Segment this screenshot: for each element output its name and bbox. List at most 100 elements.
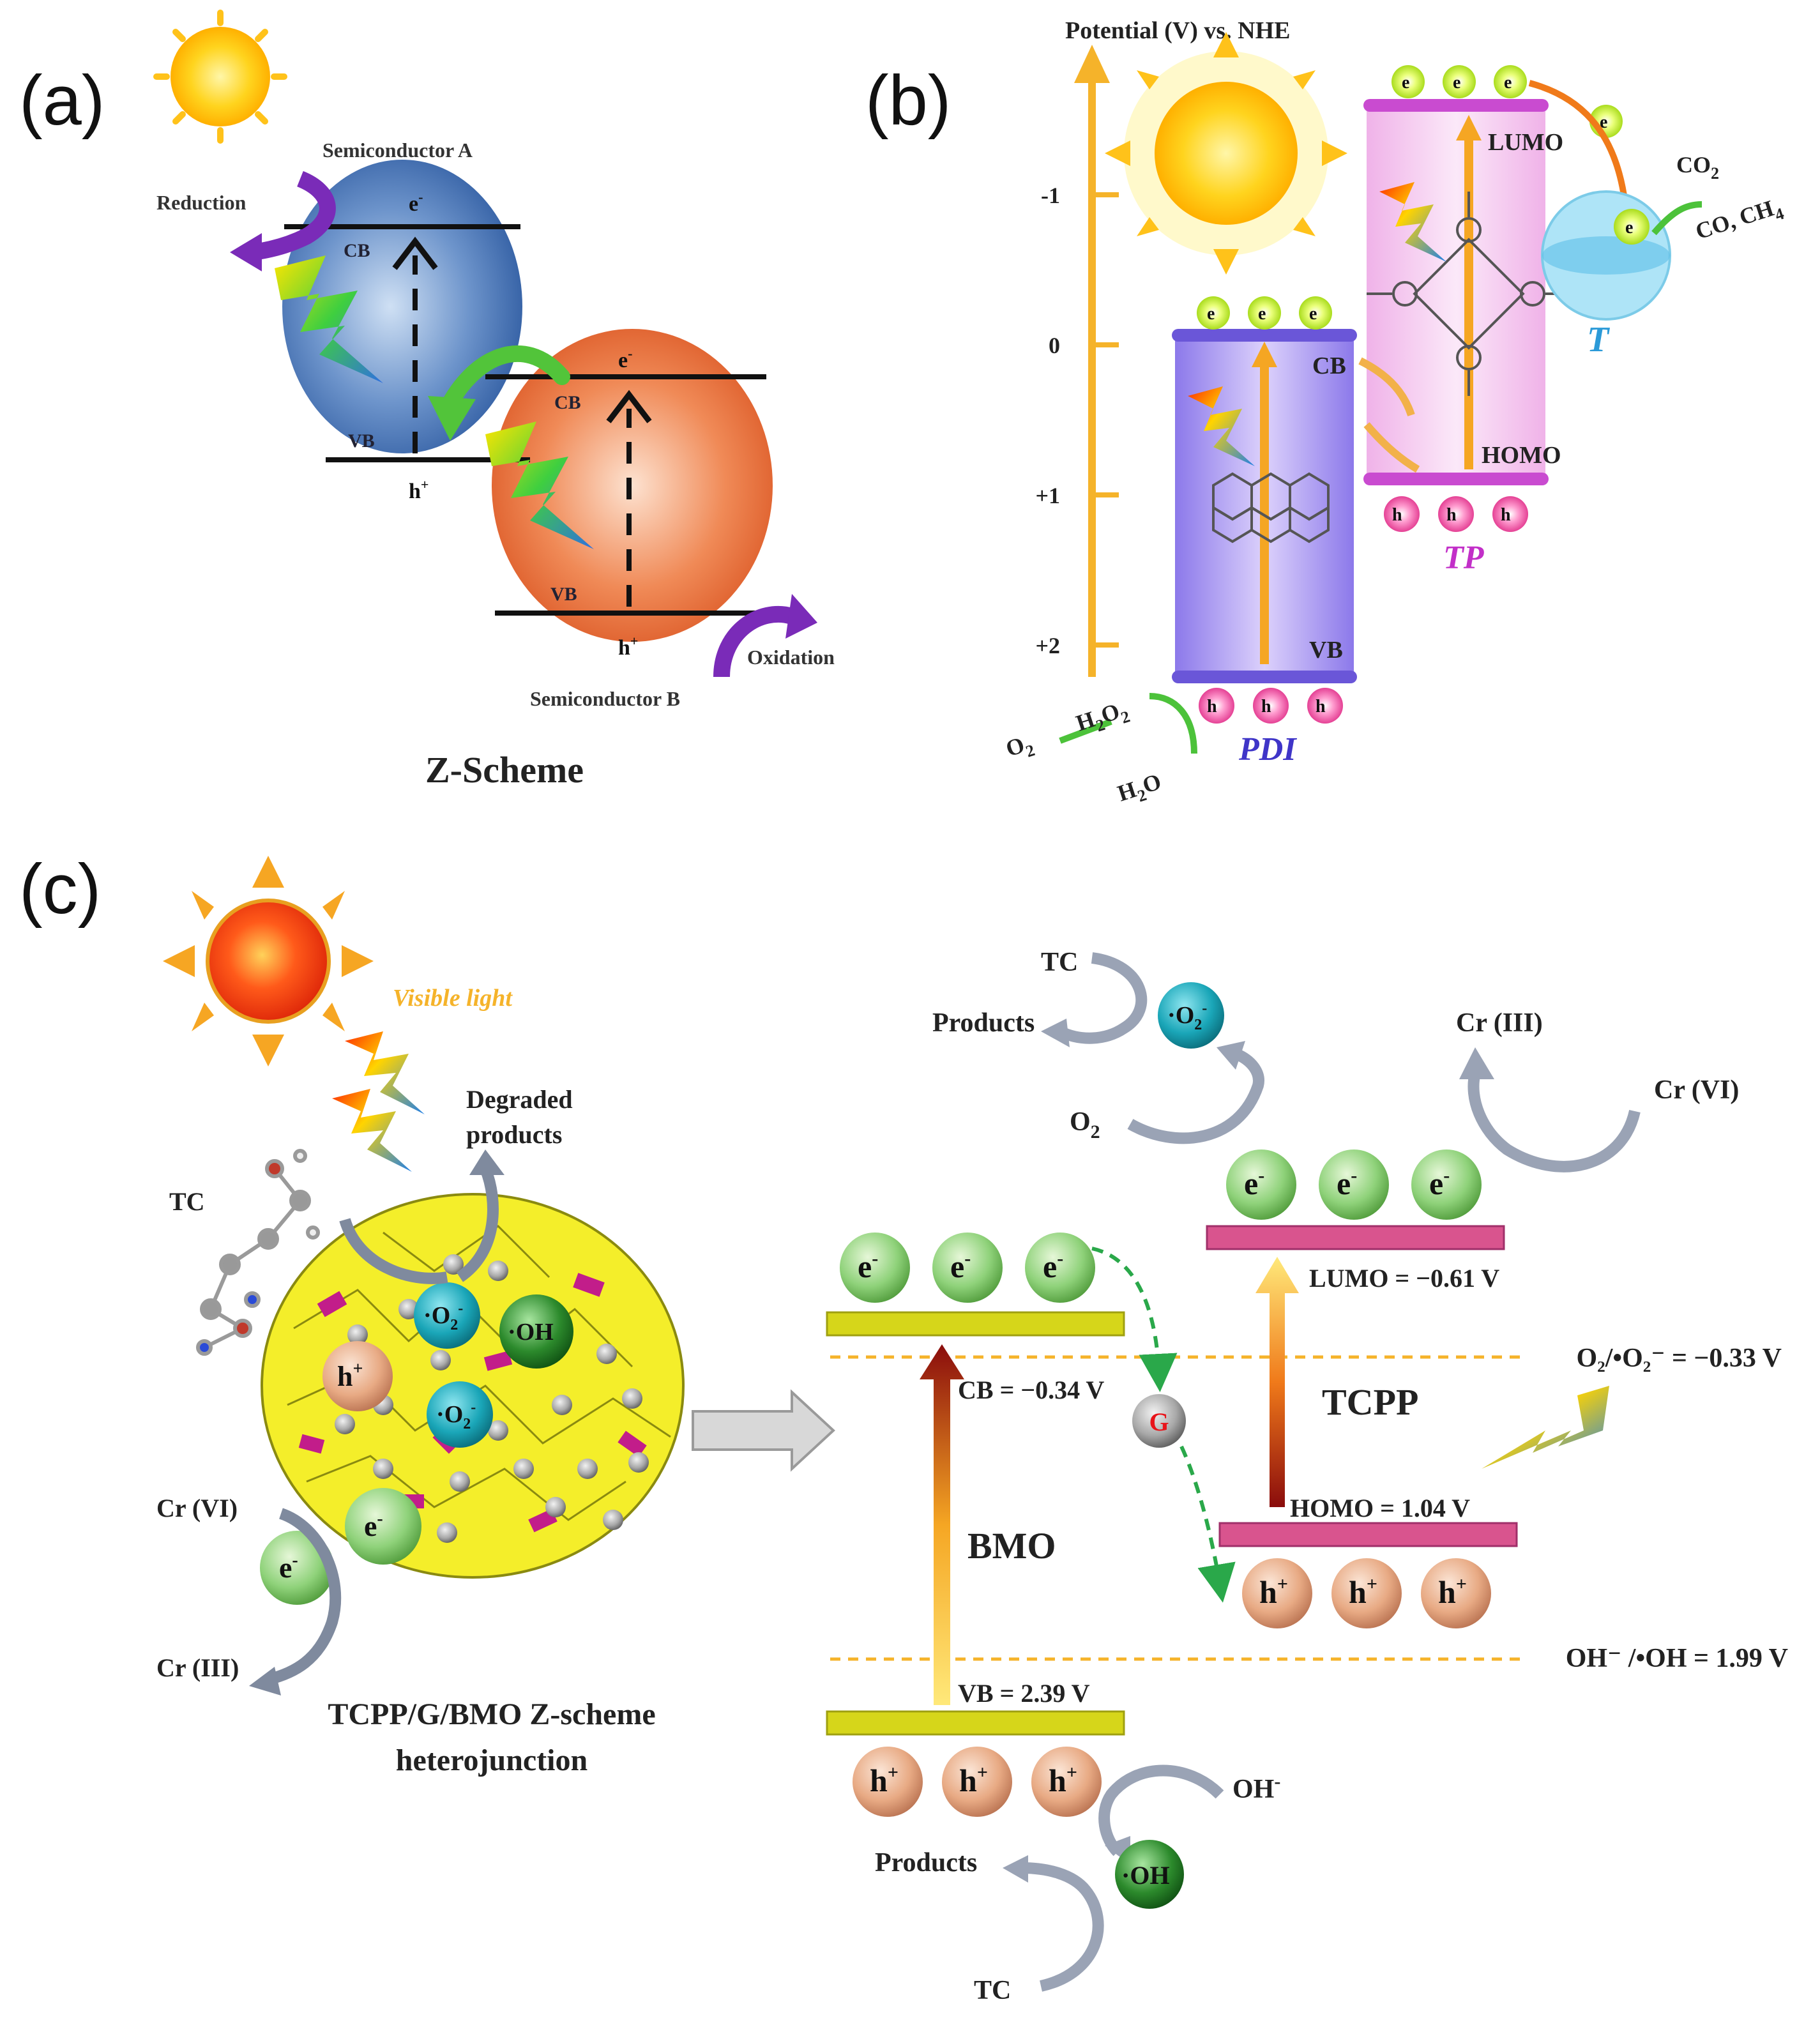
tp-electrons: e e e e: [1392, 65, 1623, 138]
light-bolt-icon-pdi: [1188, 386, 1255, 466]
co2-label: CO2: [1676, 152, 1719, 183]
pdi-label: PDI: [1238, 731, 1297, 768]
sun-icon: [1105, 32, 1347, 275]
charge-transfer-arrowhead: [428, 396, 476, 441]
svg-text:e-: e-: [1043, 1248, 1063, 1284]
oxidation-arrow: [713, 605, 794, 678]
tc-oxidation-arrow-top: [1057, 952, 1148, 1044]
svg-text:e-: e-: [1244, 1165, 1264, 1201]
svg-text:e: e: [1207, 304, 1215, 324]
svg-text:e: e: [1504, 73, 1512, 93]
tc-molecule-icon: [196, 1149, 320, 1356]
svg-text:e: e: [1402, 73, 1409, 93]
tcpp-label: TCPP: [1322, 1381, 1418, 1423]
cr-reduction-arrow-right: [1467, 1071, 1641, 1172]
sun-icon: [153, 10, 287, 144]
tc-label-left: TC: [169, 1187, 205, 1216]
lumo-value-label: LUMO = −0.61 V: [1309, 1264, 1499, 1293]
oxidation-label: Oxidation: [747, 646, 835, 669]
semiconductor-a-label: Semiconductor A: [322, 139, 473, 162]
tick-label-minus1: -1: [1041, 183, 1060, 208]
tc-adsorption-arrow: [339, 1218, 448, 1284]
light-bolt-icon-tp: [1379, 182, 1446, 262]
arrowhead-b: [606, 390, 652, 423]
tick-label-0: 0: [1049, 333, 1060, 358]
hydroxyl-radical: [499, 1294, 573, 1369]
potential-axis-title: Potential (V) vs. NHE: [1065, 17, 1291, 44]
light-bolt-icon-a: [275, 255, 383, 383]
visible-light-label: Visible light: [393, 985, 513, 1012]
svg-text:e: e: [1258, 304, 1266, 324]
oxidation-arrowhead: [785, 594, 817, 639]
tick-label-plus1: +1: [1035, 483, 1060, 508]
light-bolt-icon-c3: [1482, 1386, 1609, 1469]
semiconductor-b-label: Semiconductor B: [530, 687, 680, 710]
tcpp-excitation-arrow: [1255, 1257, 1299, 1507]
light-bolt-icon-b: [485, 421, 594, 549]
light-bolt-icon-c2: [332, 1089, 412, 1172]
vb-label-b: VB: [550, 584, 577, 605]
pdi-cb-label: CB: [1312, 353, 1346, 379]
products-label-bottom: Products: [875, 1848, 977, 1878]
svg-text:h: h: [1207, 697, 1217, 717]
g-label: G: [1149, 1407, 1169, 1436]
svg-text:h: h: [1261, 697, 1271, 717]
electron-to-g-arrow: [1091, 1247, 1178, 1392]
o2-reduction-arrow: [1127, 1048, 1264, 1144]
graphene-mediator: [1132, 1394, 1186, 1448]
cr6-label-right: Cr (VI): [1654, 1075, 1739, 1105]
o2-label: O2: [1003, 729, 1037, 766]
g-to-hole-arrow: [1179, 1445, 1236, 1603]
tcpp-lumo-band: [1206, 1225, 1505, 1250]
hydroxyl-radical-bottom: [1115, 1840, 1184, 1909]
electron-transfer-arrow: [1528, 80, 1628, 205]
electron-particle: [345, 1488, 421, 1565]
svg-text:e-: e-: [1337, 1165, 1357, 1201]
tc-label-bottom: TC: [974, 1976, 1011, 2005]
oh-minus-label: OH-: [1232, 1771, 1280, 1804]
tp-band-box: [1367, 105, 1545, 476]
svg-text:h+: h+: [337, 1359, 363, 1392]
tc-label-top: TC: [1041, 948, 1078, 977]
tcpp-homo-band: [1218, 1522, 1518, 1547]
reduction-arrowhead: [230, 233, 262, 271]
svg-text:·O2-: ·O2-: [423, 1300, 463, 1333]
cr6-label-left: Cr (VI): [156, 1494, 238, 1522]
svg-text:e-: e-: [1429, 1165, 1450, 1201]
pdi-electrons: e e e: [1197, 296, 1332, 330]
svg-text:·OH: ·OH: [1121, 1861, 1170, 1890]
superoxide-radical-top: [1158, 982, 1224, 1049]
sun-icon: [163, 856, 374, 1066]
reduction-arrow: [248, 171, 336, 261]
svg-text:h: h: [1446, 505, 1457, 525]
svg-text:h: h: [1501, 505, 1511, 525]
svg-text:e-: e-: [950, 1248, 971, 1284]
arrowhead-a: [392, 236, 438, 270]
bmo-label: BMO: [967, 1525, 1056, 1567]
cr3-label-left: Cr (III): [156, 1653, 239, 1682]
degradation-arrow: [456, 1166, 499, 1282]
svg-text:·O2-: ·O2-: [436, 1399, 476, 1432]
porphyrin-molecule-icon: [1367, 192, 1571, 396]
tcpp-holes: h+ h+ h+: [1242, 1558, 1491, 1628]
bmo-electrons: e- e- e-: [840, 1233, 1095, 1303]
svg-text:h+: h+: [959, 1762, 988, 1798]
co-ch4-label: CO, CH4: [1692, 193, 1786, 250]
svg-text:e: e: [1453, 73, 1460, 93]
svg-text:·O2-: ·O2-: [1167, 1000, 1207, 1033]
semiconductor-b-sphere: [492, 329, 773, 642]
svg-text:e: e: [1625, 218, 1633, 238]
bmo-holes: h+ h+ h+: [853, 1747, 1102, 1817]
svg-text:·OH: ·OH: [508, 1319, 554, 1346]
hole-label-b: h+: [618, 633, 638, 660]
hole-particle: [322, 1341, 393, 1411]
cr3-label-right: Cr (III): [1456, 1008, 1543, 1038]
panel-c-tag: (c): [19, 850, 101, 929]
perylene-molecule-icon: [1212, 472, 1330, 543]
products-label: products: [466, 1120, 562, 1149]
svg-text:h: h: [1392, 505, 1402, 525]
heterojunction-caption-1: TCPP/G/BMO Z-scheme: [328, 1697, 655, 1731]
homo-label: HOMO: [1482, 442, 1561, 469]
panel-b-tag: (b): [865, 61, 951, 140]
reduction-label: Reduction: [156, 191, 246, 214]
